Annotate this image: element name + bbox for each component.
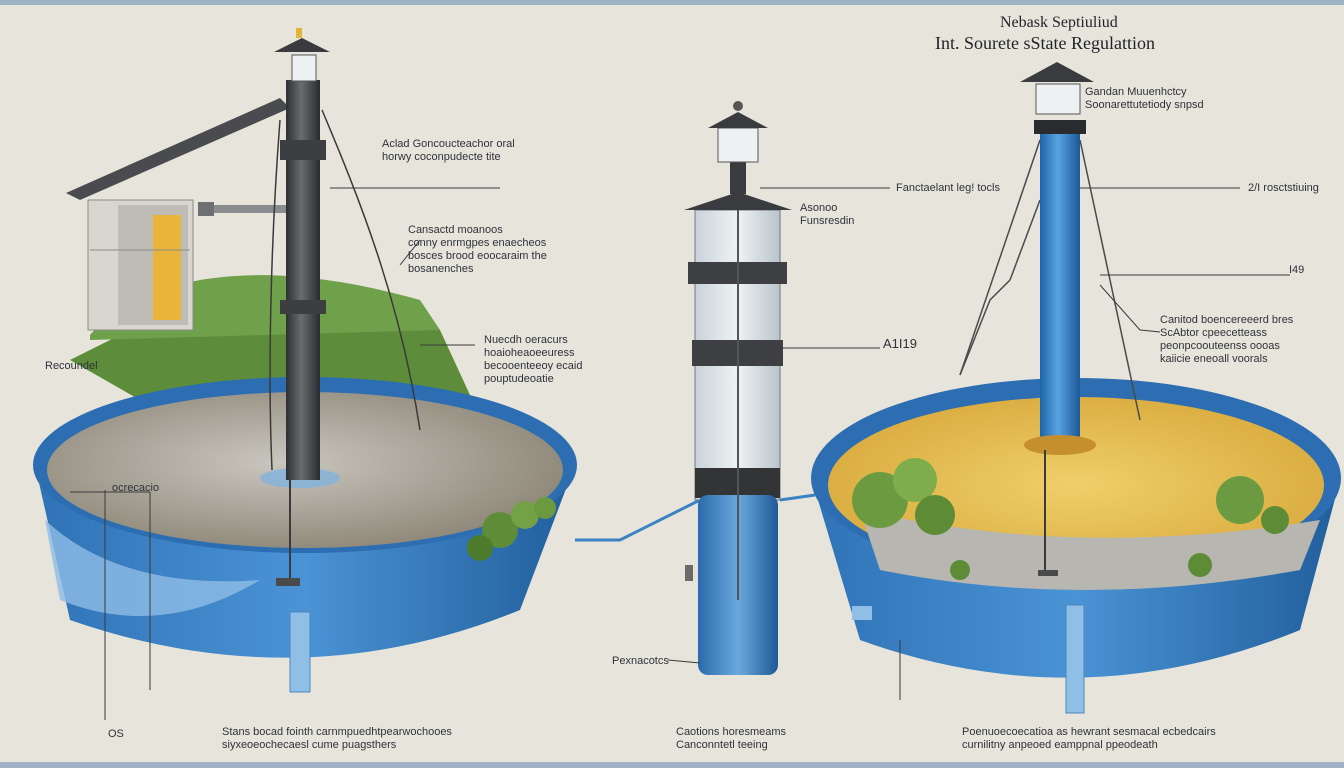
label-left-bottom: Stans bocad fointh carnmpuedhtpearwochoo…	[222, 726, 452, 751]
filter-column-icon	[575, 101, 890, 675]
label-right-bottom: Poenuoecoecatioa as hewrant sesmacal ecb…	[962, 726, 1216, 751]
label-center-side: Asonoo Funsresdin	[800, 202, 855, 227]
left-leader-lines	[70, 187, 500, 720]
right-well-system	[811, 62, 1341, 714]
shrub-icon	[852, 458, 1289, 580]
label-right-num: I49	[1289, 264, 1305, 276]
label-center-ratio: A1I19	[883, 336, 917, 351]
left-well-system	[33, 28, 577, 720]
top-border	[0, 0, 1344, 5]
label-right-mid: Canitod boencereeerd bres ScAbtor cpeece…	[1160, 314, 1294, 365]
label-left-mid: Cansactd moanoos conny enrmgpes enaecheo…	[408, 224, 547, 275]
overflow-pipe	[289, 611, 311, 693]
shrub-icon	[467, 497, 556, 561]
label-left-inner: ocrecacio	[112, 482, 160, 494]
well-pipe-icon	[1024, 120, 1096, 576]
outlet-pipe	[779, 493, 816, 502]
right-leader-lines	[899, 187, 1290, 700]
vent-cap-icon	[274, 28, 330, 82]
water-surface	[45, 520, 260, 616]
house-icon	[66, 98, 290, 331]
vent-cap-icon	[1020, 62, 1094, 115]
label-left-top: Aclad Goncoucteachor oral horwy coconpud…	[382, 138, 515, 163]
label-left-right: Nuecdh oeracurs hoaioheaoeeuress becooen…	[484, 334, 583, 385]
diagram-title-line2: Int. Sourete sState Regulattion	[935, 33, 1155, 53]
label-left-side: Recoundel	[45, 360, 98, 372]
label-right-top: Gandan Muuenhctcy Soonarettutetiody snps…	[1085, 86, 1204, 111]
label-right-top2: 2/I rosctstiuing	[1248, 182, 1319, 194]
well-pipe-icon	[198, 80, 421, 586]
bottom-border	[0, 762, 1344, 768]
label-center-small: Pexnacotcs	[612, 655, 669, 667]
label-center-top: Fanctaelant leg! tocls	[896, 182, 1000, 194]
diagram-title-line1: Nebask Septiuliud	[1000, 14, 1118, 31]
guy-wires	[959, 139, 1141, 421]
label-center-bottom: Caotions horesmeams Canconntetl teeing	[676, 726, 787, 751]
label-left-bottom-num: OS	[108, 728, 124, 740]
